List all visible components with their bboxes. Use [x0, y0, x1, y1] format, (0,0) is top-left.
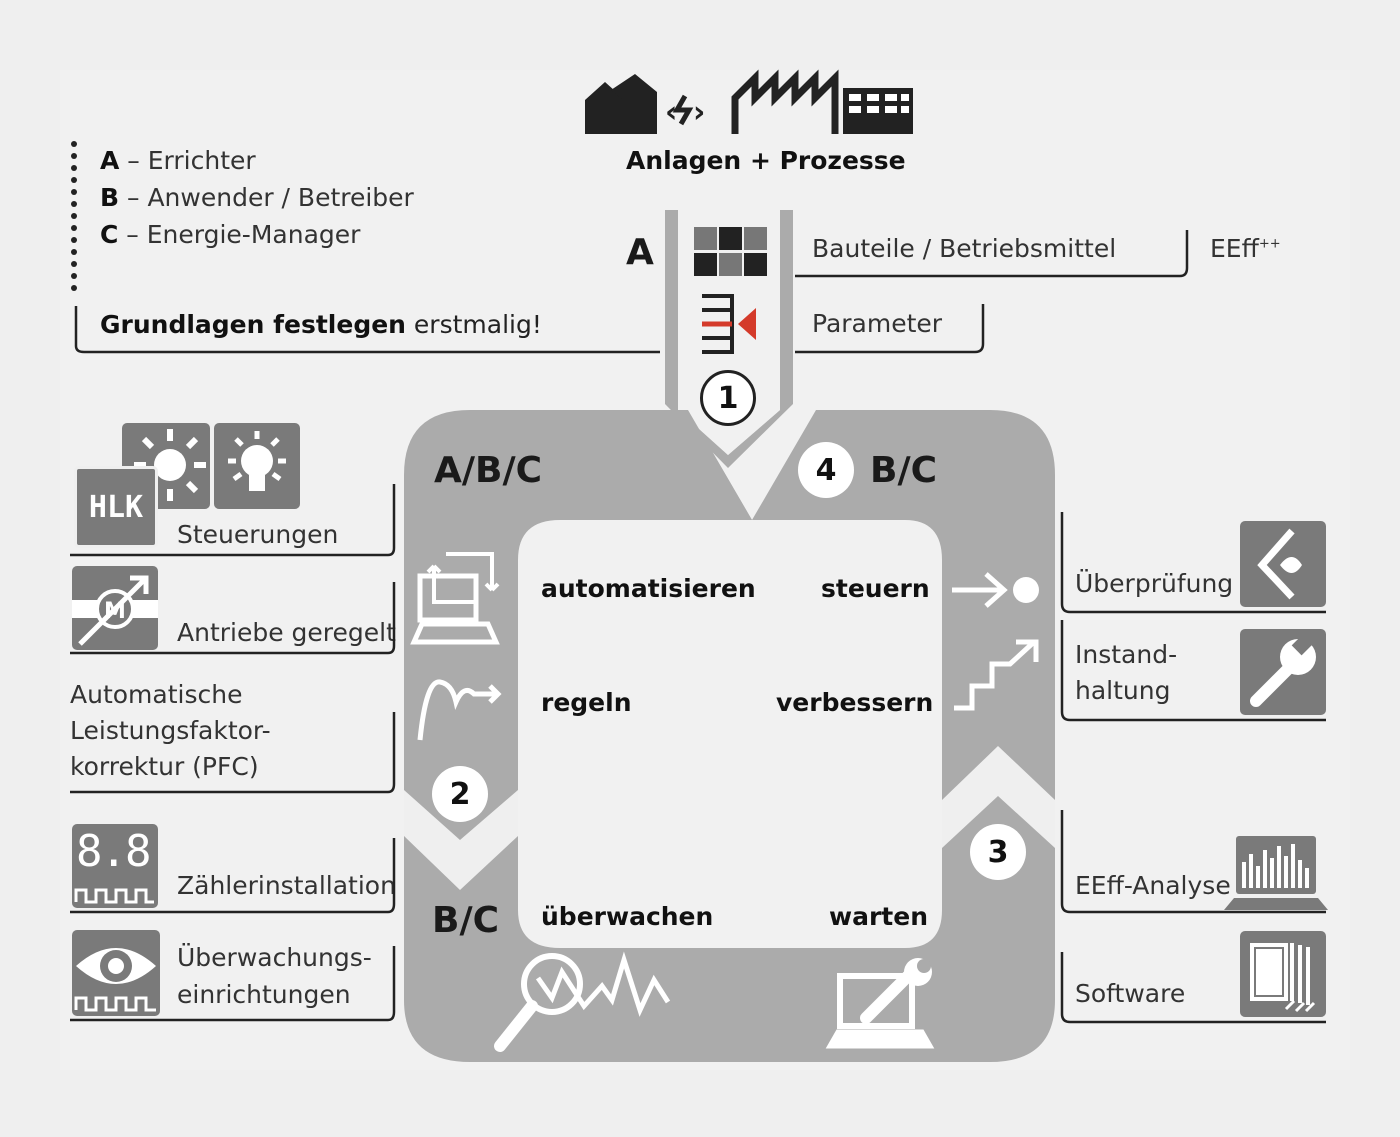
- instand-label-line-1: Instand-: [1075, 640, 1178, 669]
- control-curve-icon: [417, 679, 502, 741]
- eeff-analyse-label: EEff-Analyse: [1075, 871, 1231, 900]
- parameter-label: Parameter: [812, 309, 943, 338]
- svg-text:‹: ‹: [665, 95, 677, 130]
- pfc-label-line-2: Leistungsfaktor-: [70, 716, 271, 745]
- step-2-circle: 2: [432, 766, 488, 822]
- steuerungen-label: Steuerungen: [177, 520, 339, 549]
- ueberwachung-label-line-2: einrichtungen: [177, 980, 351, 1009]
- motor-tile-icon: M: [72, 566, 158, 650]
- arrow-to-point-icon: [952, 572, 1039, 608]
- eeff-analyse-bracket: [1060, 810, 1326, 914]
- pfc-bracket: [70, 712, 396, 794]
- analysis-laptop-icon: [1224, 836, 1328, 910]
- software-label: Software: [1075, 979, 1186, 1008]
- legend-item-b: B – Anwender / Betreiber: [100, 183, 414, 212]
- steuerungen-bracket: [70, 484, 396, 557]
- page-title: Anlagen + Prozesse: [626, 146, 906, 175]
- antriebe-bracket: [70, 582, 396, 655]
- pfc-label-line-1: Automatische: [70, 680, 243, 709]
- antriebe-label: Antriebe geregelt: [177, 618, 396, 647]
- bauteile-label: Bauteile / Betriebsmittel: [812, 234, 1117, 263]
- hlk-tile-icon: HLK: [74, 466, 158, 548]
- stage-letter-a: A: [626, 232, 654, 273]
- zaehler-label: Zählerinstallation: [177, 871, 396, 900]
- verb-steuern: steuern: [821, 574, 930, 603]
- software-books-tile-icon: [1240, 931, 1326, 1017]
- step-1-circle: 1: [700, 370, 756, 426]
- ueberwachung-label-line-1: Überwachungs-: [177, 943, 372, 972]
- maintenance-computer-icon: [825, 958, 935, 1049]
- zaehler-bracket: [70, 838, 396, 914]
- monitor-magnifier-icon: [494, 951, 671, 1052]
- ueberwachung-bracket: [70, 946, 396, 1022]
- legend-dots: [71, 141, 77, 291]
- verb-ueberwachen: überwachen: [541, 902, 714, 931]
- svg-text:›: ›: [693, 95, 705, 130]
- instand-bracket: [1060, 620, 1326, 722]
- group-abc-label: A/B/C: [434, 450, 543, 491]
- inspection-eye-tile-icon: [1240, 521, 1326, 607]
- buildings-icon: ‹ ›: [585, 69, 913, 134]
- ueberpruefung-label: Überprüfung: [1075, 569, 1234, 598]
- counter-digits: 8.8: [76, 826, 151, 877]
- bulb-tile-icon: [214, 423, 300, 509]
- legend-item-c: C – Energie-Manager: [100, 220, 361, 249]
- step-4-circle: 4: [798, 442, 854, 498]
- verb-warten: warten: [829, 902, 928, 931]
- pfc-label-line-3: korrektur (PFC): [70, 752, 259, 781]
- parameter-icon: [702, 294, 756, 354]
- eye-monitor-tile-icon: [72, 930, 160, 1016]
- verb-verbessern: verbessern: [776, 688, 934, 717]
- automation-computer-icon: [410, 552, 500, 645]
- step-3-circle: 3: [970, 824, 1026, 880]
- hlk-badge: HLK: [88, 489, 144, 525]
- eeff-label: EEff++: [1210, 234, 1281, 263]
- verb-automatisieren: automatisieren: [541, 574, 756, 603]
- wrench-tile-icon: [1240, 629, 1326, 715]
- legend-item-a: A – Errichter: [100, 146, 256, 175]
- bauteile-bracket: [795, 230, 1189, 278]
- ueberpruefung-bracket: [1060, 512, 1326, 614]
- improve-stairs-icon: [954, 639, 1039, 711]
- grundlagen-text: Grundlagen festlegen erstmalig!: [100, 310, 542, 339]
- grid-blocks-icon: [694, 227, 767, 276]
- group-bc-bottom-label: B/C: [432, 900, 500, 941]
- group-bc-top-label: B/C: [870, 450, 938, 491]
- parameter-bracket: [795, 304, 985, 354]
- grundlagen-bracket: [74, 306, 660, 354]
- verb-regeln: regeln: [541, 688, 632, 717]
- instand-label-line-2: haltung: [1075, 676, 1171, 705]
- counter-tile-icon: 8.8: [72, 824, 158, 908]
- software-bracket: [1060, 952, 1326, 1024]
